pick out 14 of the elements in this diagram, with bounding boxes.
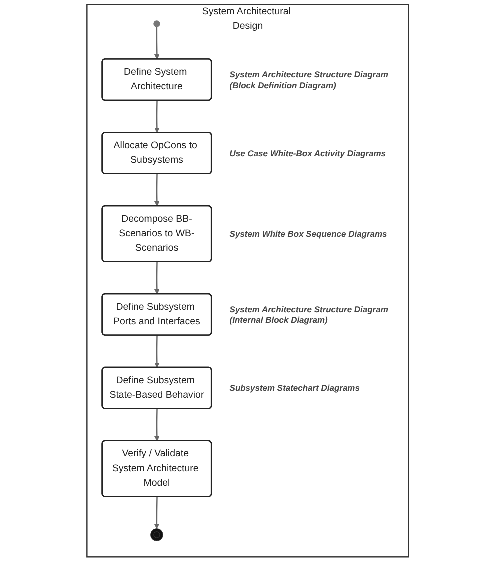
annotation-text: System White Box Sequence Diagrams bbox=[230, 229, 388, 239]
arrow bbox=[154, 409, 160, 442]
node-circle bbox=[154, 20, 160, 28]
annotation-text: System Architecture Structure Diagram (Internal Block Diagram) bbox=[230, 304, 388, 326]
node-bullseye bbox=[150, 528, 164, 542]
arrow bbox=[154, 262, 160, 295]
arrow bbox=[154, 497, 160, 530]
arrow bbox=[154, 174, 160, 207]
arrow bbox=[154, 336, 160, 368]
annotation-text: Subsystem Statechart Diagrams bbox=[230, 383, 360, 394]
arrow bbox=[154, 27, 160, 60]
annotation-text: Use Case White-Box Activity Diagrams bbox=[230, 148, 386, 158]
arrow bbox=[154, 100, 160, 134]
annotation-text: System Architecture Structure Diagram (Block Definition Diagram) bbox=[230, 69, 388, 90]
